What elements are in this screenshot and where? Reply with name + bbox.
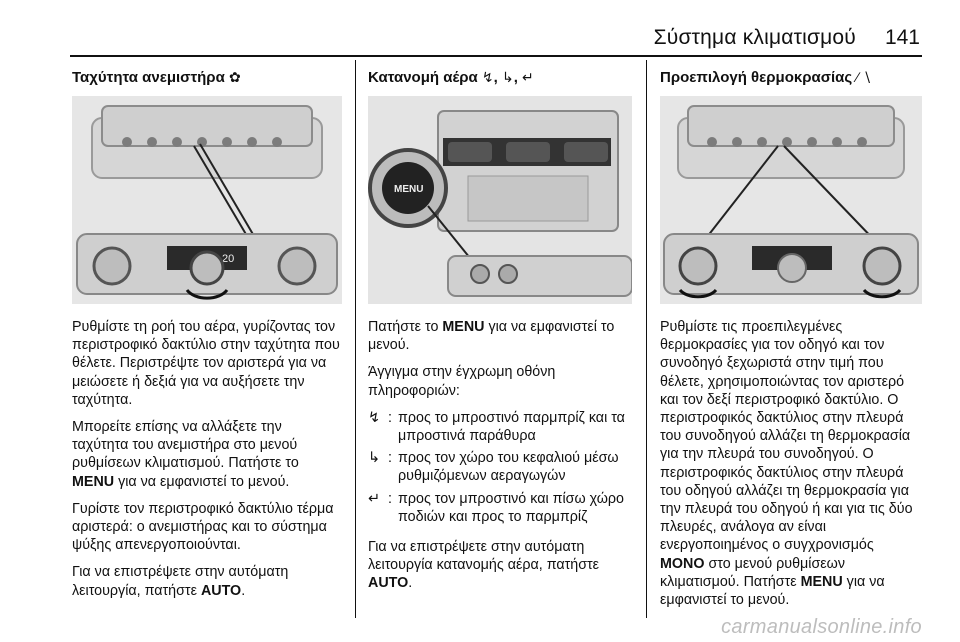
- air-feet-icon: ↵: [368, 490, 380, 507]
- fan-icon: ✿: [228, 69, 241, 85]
- section-body: Ρυθμίστε τη ροή του αέρα, γυρίζοντας τον…: [72, 318, 342, 609]
- list-item: ↯ : προς το μπροστινό παρμπρίζ και τα μπ…: [368, 409, 625, 445]
- paragraph: Ρυθμίστε τις προεπιλεγμένες θερμοκρασίες…: [660, 319, 913, 609]
- control-panel-figure: 20: [72, 96, 342, 304]
- header-rule: [70, 55, 922, 57]
- section-body: Πατήστε το MENU για να εμφανιστεί το μεν…: [368, 318, 632, 602]
- air-feet-icon: ↵: [522, 69, 534, 85]
- section-air-distribution: Κατανομή αέρα ↯, ↳, ↵ MENU Πατήστε το ME…: [368, 60, 632, 620]
- paragraph: Για να επιστρέψετε στην αυτόματη λειτουρ…: [368, 539, 600, 592]
- section-heading: Προεπιλογή θερμοκρασίας ∕ ∖: [660, 69, 922, 89]
- column-divider: [646, 60, 647, 618]
- watermark: carmanualsonline.info: [721, 616, 922, 638]
- page-title: Σύστημα κλιματισμού: [653, 26, 856, 49]
- paragraph: Γυρίστε τον περιστροφικό δακτύλιο τέρμα …: [72, 500, 334, 554]
- paragraph: Άγγιγμα στην έγχρωμη οθόνη πληροφοριών:: [368, 364, 556, 399]
- section-heading-text: Κατανομή αέρα: [368, 69, 478, 86]
- list-item: ↵ : προς τον μπροστινό και πίσω χώρο ποδ…: [368, 490, 624, 525]
- svg-text:20: 20: [222, 253, 234, 265]
- air-head-icon: ↳: [501, 69, 514, 85]
- list-item: ↳ : προς τον χώρο του κεφαλιού μέσω ρυθμ…: [368, 450, 619, 485]
- section-fan-speed: Ταχύτητα ανεμιστήρα ✿ 20 Ρυθμίστε τη ροή…: [72, 60, 342, 620]
- temperature-knob-icon: ∕ ∖: [856, 69, 872, 85]
- section-body: Ρυθμίστε τις προεπιλεγμένες θερμοκρασίες…: [660, 318, 922, 618]
- paragraph: Μπορείτε επίσης να αλλάξετε την ταχύτητα…: [72, 419, 299, 490]
- air-windscreen-icon: ↯: [481, 69, 494, 85]
- paragraph: Πατήστε το MENU για να εμφανιστεί το μεν…: [368, 319, 615, 354]
- section-heading-text: Ταχύτητα ανεμιστήρα: [72, 69, 225, 86]
- section-heading: Ταχύτητα ανεμιστήρα ✿: [72, 69, 342, 89]
- infotainment-figure: MENU: [368, 96, 632, 304]
- svg-text:MENU: MENU: [394, 184, 423, 195]
- column-divider: [355, 60, 356, 618]
- section-temperature-preset: Προεπιλογή θερμοκρασίας ∕ ∖ Ρυθμίστε τις…: [660, 60, 922, 620]
- temperature-control-figure: [660, 96, 922, 304]
- air-windscreen-icon: ↯: [368, 409, 380, 426]
- air-head-icon: ↳: [368, 450, 380, 467]
- paragraph: Ρυθμίστε τη ροή του αέρα, γυρίζοντας τον…: [72, 319, 340, 408]
- paragraph: Για να επιστρέψετε στην αυτόματη λειτουρ…: [72, 564, 289, 599]
- page-number: 141: [884, 26, 920, 49]
- section-heading: Κατανομή αέρα ↯, ↳, ↵: [368, 69, 534, 86]
- page-header: Σύστημα κλιματισμού 141: [0, 0, 960, 57]
- section-heading-text: Προεπιλογή θερμοκρασίας: [660, 69, 853, 86]
